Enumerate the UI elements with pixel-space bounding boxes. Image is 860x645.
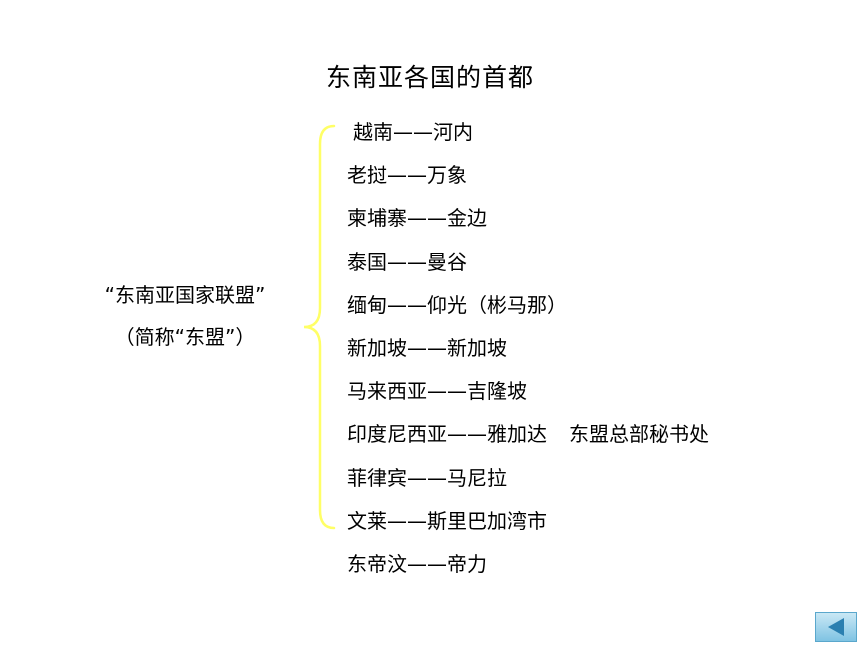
previous-slide-button[interactable] [815,612,857,642]
capital-item-vietnam: 越南——河内 [353,120,473,144]
play-left-icon [828,618,844,636]
page-title: 东南亚各国的首都 [325,63,534,92]
capital-item-laos: 老挝——万象 [347,163,467,188]
capital-item-brunei: 文莱——斯里巴加湾市 [347,508,547,533]
capital-item-philippines: 菲律宾——马尼拉 [347,465,507,490]
asean-full-name: “东南亚国家联盟” [104,283,266,307]
capital-item-myanmar: 缅甸——仰光（彬马那） [347,292,567,317]
capital-item-cambodia: 柬埔寨——金边 [347,206,487,231]
capital-item-malaysia: 马来西亚——吉隆坡 [347,379,527,404]
capital-list: 越南——河内 老挝——万象 柬埔寨——金边 泰国——曼谷 缅甸——仰光（彬马那）… [347,113,709,588]
capital-item-singapore: 新加坡——新加坡 [347,335,507,360]
capital-item-timor-leste: 东帝汶——帝力 [347,551,487,576]
asean-secretariat-note: 东盟总部秘书处 [569,422,709,447]
curly-brace-icon [303,124,336,530]
capital-item-indonesia: 印度尼西亚——雅加达东盟总部秘书处 [347,422,709,447]
asean-short-name: （简称“东盟”） [114,325,256,349]
capital-item-thailand: 泰国——曼谷 [347,249,467,274]
